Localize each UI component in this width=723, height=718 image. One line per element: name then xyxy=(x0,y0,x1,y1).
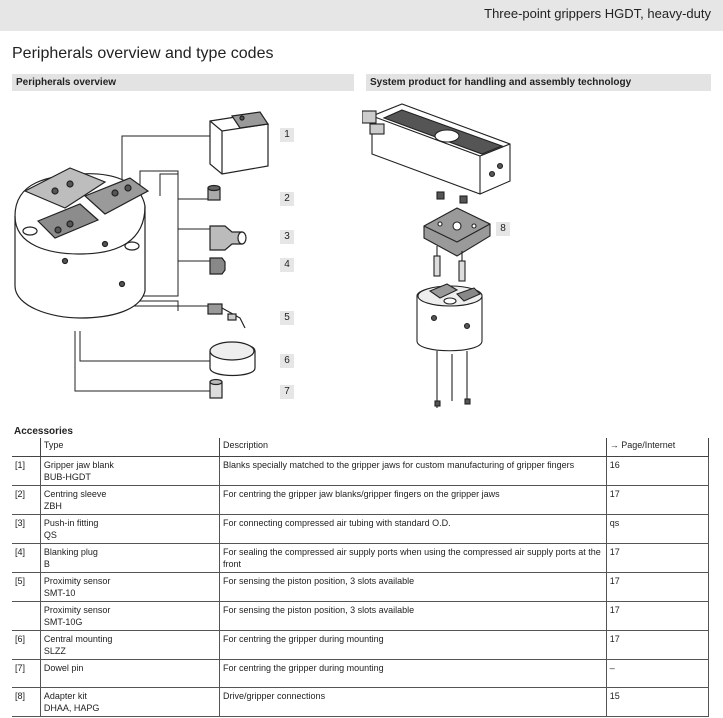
row-num: [1] xyxy=(12,456,41,486)
callout-6: 6 xyxy=(280,354,294,368)
row-page: 17 xyxy=(606,601,710,631)
row-type-name: Centring sleeve xyxy=(43,489,107,499)
row-num: [3] xyxy=(12,514,41,544)
callout-7: 7 xyxy=(280,385,294,399)
accessories-table-section: Accessories Type Description → Page/Inte… xyxy=(12,425,710,717)
callout-4: 4 xyxy=(280,258,294,272)
row-type-code: B xyxy=(43,559,50,569)
row-type-code: BUB-HGDT xyxy=(43,472,91,482)
row-type-name: Blanking plug xyxy=(43,547,98,557)
row-description: For connecting compressed air tubing wit… xyxy=(219,514,607,544)
table-row: [7] Dowel pin For centring the gripper d… xyxy=(12,659,710,688)
row-page: 17 xyxy=(606,543,710,573)
accessories-table: Type Description → Page/Internet [1] Gri… xyxy=(12,438,710,717)
callout-5: 5 xyxy=(280,311,294,325)
row-description: For centring the gripper during mounting xyxy=(219,659,607,688)
row-type-code: QS xyxy=(43,530,57,540)
row-description: For sensing the piston position, 3 slots… xyxy=(219,601,607,631)
column-header-description: Description xyxy=(219,438,607,457)
section-heading-peripherals: Peripherals overview xyxy=(12,74,354,91)
row-type-name: Push-in fitting xyxy=(43,518,99,528)
column-header-type: Type xyxy=(40,438,221,457)
section-heading-system-product: System product for handling and assembly… xyxy=(366,74,711,91)
row-type-name: Dowel pin xyxy=(43,663,84,673)
row-num: [8] xyxy=(12,687,41,717)
row-type-name: Gripper jaw blank xyxy=(43,460,114,470)
callout-1: 1 xyxy=(280,128,294,142)
row-page: 17 xyxy=(606,485,710,515)
row-description: For sensing the piston position, 3 slots… xyxy=(219,572,607,602)
system-product-illustration xyxy=(362,103,511,408)
row-type-code: ZBH xyxy=(43,501,62,511)
row-page: qs xyxy=(606,514,710,544)
row-num: [7] xyxy=(12,659,41,688)
row-type-code: SMT-10G xyxy=(43,617,83,627)
row-page: 15 xyxy=(606,687,710,717)
row-type-name: Proximity sensor xyxy=(43,576,111,586)
row-type-name: Central mounting xyxy=(43,634,113,644)
row-page: 17 xyxy=(606,572,710,602)
column-header-page: → Page/Internet xyxy=(606,438,710,457)
row-description: Blanks specially matched to the gripper … xyxy=(219,456,607,486)
callout-3: 3 xyxy=(280,230,294,244)
row-num: [2] xyxy=(12,485,41,515)
row-type: Dowel pin xyxy=(40,659,221,688)
accessories-title: Accessories xyxy=(14,426,73,437)
callout-2: 2 xyxy=(280,192,294,206)
row-description: For sealing the compressed air supply po… xyxy=(219,543,607,573)
row-num: [4] xyxy=(12,543,41,573)
row-type-name: Proximity sensor xyxy=(43,605,111,615)
row-type-code: DHAA, HAPG xyxy=(43,703,100,713)
row-type-code: SMT-10 xyxy=(43,588,76,598)
callout-8: 8 xyxy=(496,222,510,236)
row-description: For centring the gripper jaw blanks/grip… xyxy=(219,485,607,515)
row-num: [5] xyxy=(12,572,41,602)
row-page: 16 xyxy=(606,456,710,486)
row-description: For centring the gripper during mounting xyxy=(219,630,607,660)
table-header-row: Type Description → Page/Internet xyxy=(12,438,710,457)
row-type-name: Adapter kit xyxy=(43,691,87,701)
peripherals-illustration xyxy=(14,111,270,399)
row-type-code: SLZZ xyxy=(43,646,66,656)
column-header-num xyxy=(12,438,41,457)
row-page: – xyxy=(606,659,710,688)
row-description: Drive/gripper connections xyxy=(219,687,607,717)
row-num xyxy=(12,601,41,631)
row-num: [6] xyxy=(12,630,41,660)
page-title: Peripherals overview and type codes xyxy=(12,45,274,62)
header-bar: Three-point grippers HGDT, heavy-duty xyxy=(0,0,723,31)
row-page: 17 xyxy=(606,630,710,660)
header-title: Three-point grippers HGDT, heavy-duty xyxy=(484,6,711,21)
